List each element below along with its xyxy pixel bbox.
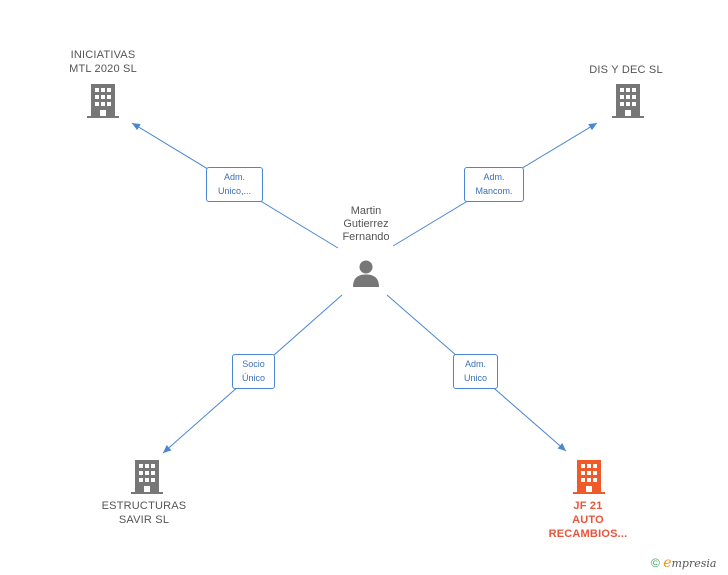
relation-label-bottom-left[interactable]: Socio Único <box>232 354 275 389</box>
relation-label-top-left[interactable]: Adm. Unico,... <box>206 167 263 202</box>
company-name-line: JF 21 <box>573 500 603 512</box>
relation-label-line: Socio <box>242 359 265 369</box>
company-name-line: AUTO <box>572 514 604 526</box>
relation-label-line: Unico <box>463 373 487 383</box>
building-icon[interactable] <box>573 460 605 494</box>
building-icon[interactable] <box>612 84 644 118</box>
company-name-top-right[interactable]: DIS Y DEC SL <box>571 63 681 77</box>
building-icon[interactable] <box>131 460 163 494</box>
company-name-line: SAVIR SL <box>118 514 170 526</box>
relation-label-line: Mancom. <box>475 186 513 196</box>
person-name-line: Fernando <box>342 231 390 243</box>
relation-label-top-right[interactable]: Adm. Mancom. <box>464 167 524 202</box>
company-name-line: MTL 2020 SL <box>69 63 137 75</box>
relation-label-line: Unico,... <box>217 186 251 196</box>
company-name-line: DIS Y DEC SL <box>589 64 663 76</box>
company-name-bottom-left[interactable]: ESTRUCTURAS SAVIR SL <box>88 499 200 527</box>
relation-label-line: Adm. <box>223 172 245 182</box>
company-name-line: INICIATIVAS <box>70 49 136 61</box>
empresia-logo: © empresia <box>651 555 716 571</box>
relation-label-line: Único <box>241 373 265 383</box>
company-name-top-left[interactable]: INICIATIVAS MTL 2020 SL <box>48 48 158 76</box>
relation-label-line: Adm. <box>483 172 505 182</box>
person-name-line: Martin <box>350 205 382 217</box>
relation-label-bottom-right[interactable]: Adm. Unico <box>453 354 498 389</box>
building-icon[interactable] <box>87 84 119 118</box>
company-name-line: ESTRUCTURAS <box>101 500 187 512</box>
company-name-line: RECAMBIOS... <box>548 528 628 540</box>
relation-label-line: Adm. <box>464 359 486 369</box>
person-name[interactable]: Martin Gutierrez Fernando <box>330 205 402 244</box>
brand-name: mpresia <box>671 557 717 570</box>
person-name-line: Gutierrez <box>343 218 389 230</box>
brand-initial: e <box>663 555 672 571</box>
person-icon[interactable] <box>351 258 381 288</box>
company-name-bottom-right[interactable]: JF 21 AUTO RECAMBIOS... <box>530 499 646 541</box>
copyright-symbol: © <box>651 556 660 570</box>
